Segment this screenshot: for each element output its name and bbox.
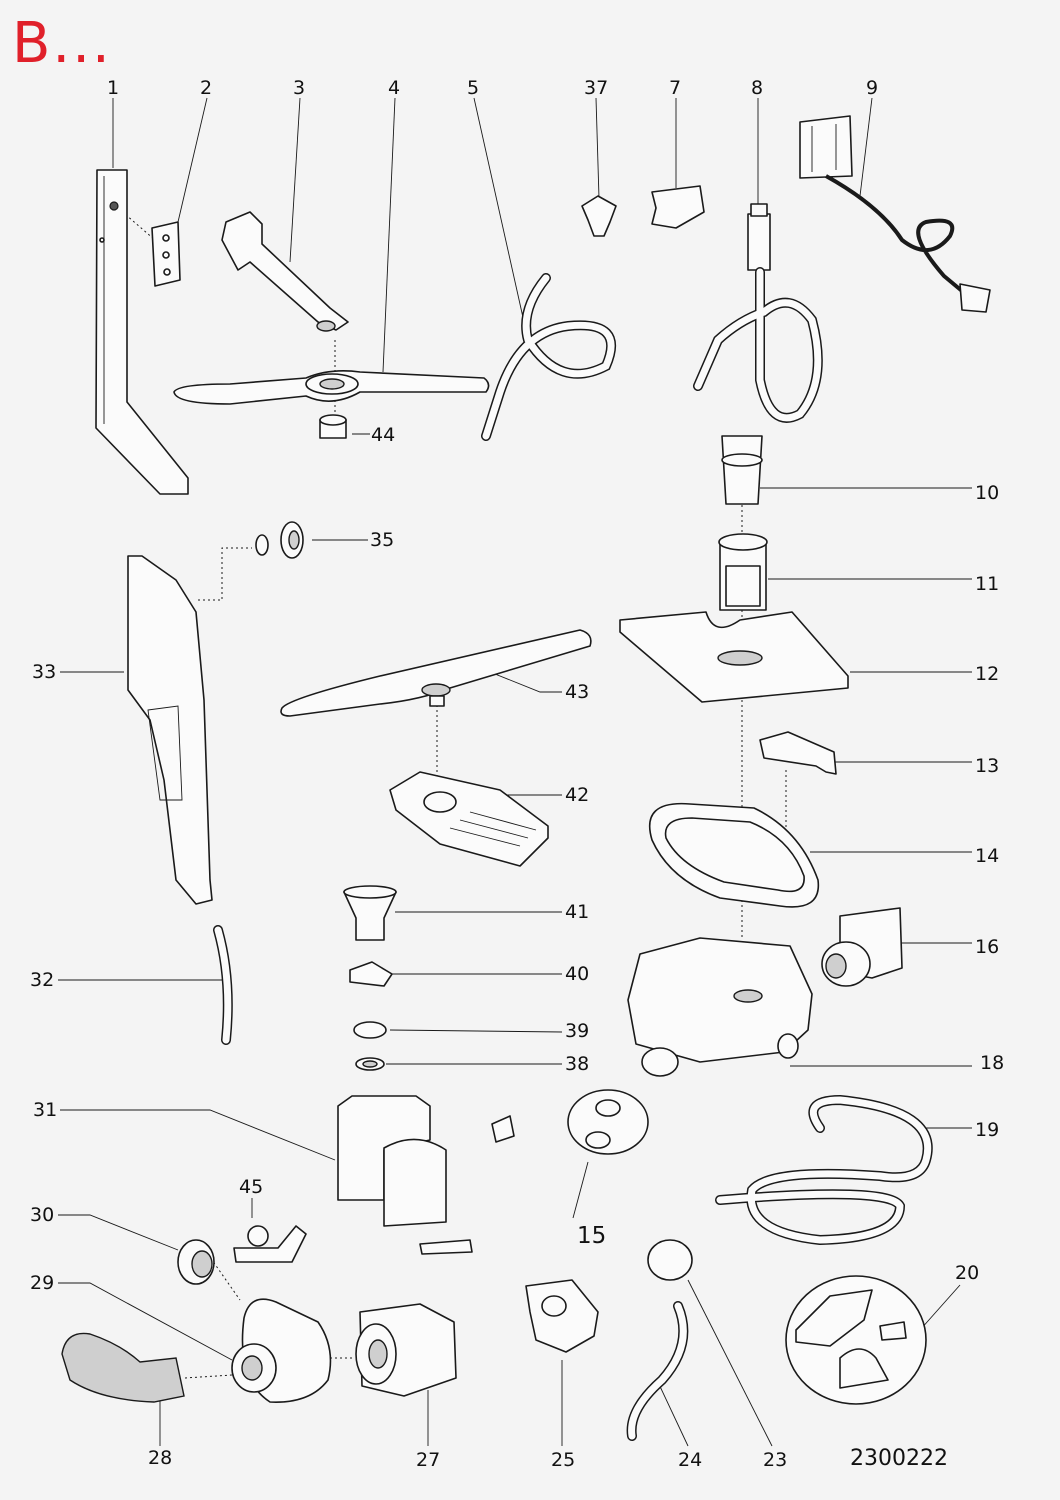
callout-37: 37 — [584, 77, 609, 99]
part-12-flat-filter — [619, 611, 849, 703]
part-9-power-cord — [799, 115, 991, 313]
part-10-filter — [721, 435, 763, 505]
callout-43: 43 — [565, 681, 590, 703]
part-45-elbow — [233, 1225, 307, 1263]
part-37-valve-part — [581, 195, 617, 237]
callout-32: 32 — [30, 969, 55, 991]
callout-45: 45 — [239, 1176, 264, 1198]
part-2-bracket — [151, 221, 181, 287]
part-19-drain-hose — [715, 1094, 933, 1246]
part-13-clip — [759, 731, 837, 775]
part-41-funnel — [343, 885, 397, 941]
callout-33: 33 — [32, 661, 57, 683]
part-18-sump — [627, 937, 813, 1077]
part-42-filter-plate — [389, 771, 549, 867]
part-16-motor — [821, 907, 903, 987]
part-44-nut — [319, 414, 347, 439]
callout-23: 23 — [763, 1449, 788, 1471]
callout-8: 8 — [751, 77, 764, 99]
document-number: 2300222 — [850, 1446, 948, 1471]
callout-12: 12 — [975, 663, 1000, 685]
callout-14: 14 — [975, 845, 1000, 867]
part-20-switch-group — [785, 1275, 927, 1405]
callout-4: 4 — [388, 77, 401, 99]
part-7-clip — [651, 185, 705, 229]
part-27-motor — [355, 1303, 457, 1397]
callout-24: 24 — [678, 1449, 703, 1471]
part-40-cap — [349, 961, 393, 987]
part-8-inlet-hose — [693, 203, 823, 423]
callout-29: 29 — [30, 1272, 55, 1294]
part-39-nut — [353, 1021, 387, 1039]
callout-3: 3 — [293, 77, 306, 99]
callout-9: 9 — [866, 77, 879, 99]
callout-5: 5 — [467, 77, 480, 99]
callout-1: 1 — [107, 77, 120, 99]
callout-39: 39 — [565, 1020, 590, 1042]
callout-28: 28 — [148, 1447, 173, 1469]
callout-15: 15 — [577, 1223, 607, 1249]
part-1-leg — [95, 169, 189, 495]
part-15-group — [567, 1089, 649, 1155]
callout-2: 2 — [200, 77, 213, 99]
callout-20: 20 — [955, 1262, 980, 1284]
callout-7: 7 — [669, 77, 682, 99]
part-fitting — [491, 1115, 515, 1143]
callout-19: 19 — [975, 1119, 1000, 1141]
callout-13: 13 — [975, 755, 1000, 777]
part-32-tube — [213, 925, 233, 1045]
callout-30: 30 — [30, 1204, 55, 1226]
callout-35: 35 — [370, 529, 395, 551]
part-29-pump — [231, 1298, 332, 1403]
leader-lines — [58, 97, 972, 1447]
part-24-tube — [626, 1301, 689, 1441]
part-11-filter-cylinder — [718, 533, 768, 611]
part-25-drain-pump — [525, 1279, 599, 1353]
section-title: B... — [12, 11, 112, 76]
callout-11: 11 — [975, 573, 1000, 595]
callout-41: 41 — [565, 901, 590, 923]
part-5-hose — [481, 273, 616, 441]
part-3-feed-arm — [221, 211, 349, 332]
part-23-plug — [647, 1239, 693, 1281]
callout-40: 40 — [565, 963, 590, 985]
callout-16: 16 — [975, 936, 1000, 958]
part-28-elbow-hose — [61, 1332, 185, 1403]
part-30-connector — [177, 1239, 215, 1285]
callout-42: 42 — [565, 784, 590, 806]
part-35-rings — [255, 521, 304, 559]
part-38-seal — [355, 1057, 385, 1071]
callout-18: 18 — [980, 1052, 1005, 1074]
part-14-gasket-ring — [648, 802, 820, 908]
part-33-side-panel — [127, 555, 213, 905]
callout-10: 10 — [975, 482, 1000, 504]
callout-31: 31 — [33, 1099, 58, 1121]
callout-25: 25 — [551, 1449, 576, 1471]
part-43-upper-spray-arm — [280, 629, 592, 717]
callout-44: 44 — [371, 424, 396, 446]
callout-27: 27 — [416, 1449, 441, 1471]
part-31-water-softener — [337, 1095, 473, 1255]
callout-38: 38 — [565, 1053, 590, 1075]
part-4-lower-spray-arm — [173, 370, 490, 405]
